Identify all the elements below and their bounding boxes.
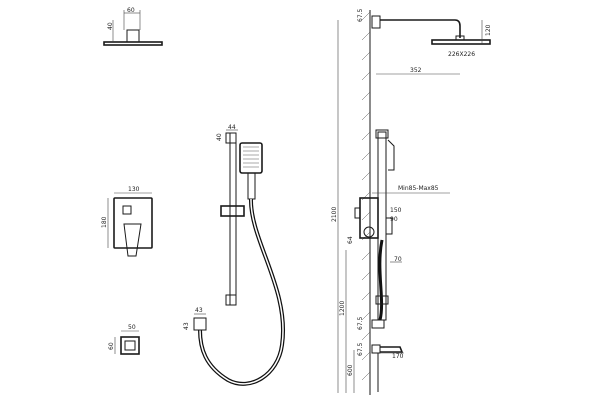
dim-lower-height: 1200: [339, 301, 346, 316]
dim-shower-head-height: 40: [107, 22, 114, 30]
dim-inlet-a: 150: [390, 207, 402, 214]
mixer-plate-front: 130 180: [101, 186, 153, 257]
dim-elbow-width: 50: [128, 324, 136, 331]
dim-inlet-b: 90: [390, 216, 398, 223]
dim-mixer-height: 180: [101, 216, 108, 228]
dim-arm-length: 352: [410, 67, 422, 74]
dim-arm-offset: 67.5: [357, 8, 364, 22]
wall-elbow-small: 50 60: [108, 324, 140, 355]
dim-connector-width: 43: [195, 307, 203, 314]
dim-spout-offset: 67.5: [357, 342, 364, 356]
wall-hatching: [361, 11, 371, 381]
shower-head-top-view: 60 40: [103, 7, 163, 46]
dim-connector-height: 43: [183, 322, 190, 330]
dim-handheld-height: 40: [216, 133, 223, 141]
dim-outlet-offset: 67.5: [357, 316, 364, 330]
dim-valve-offset: 64: [347, 236, 354, 244]
slide-rail-assembly: 44 40 43 43: [183, 124, 286, 386]
side-elevation: 67.5 120 226X226 352 2100 1200 600 Min85…: [331, 8, 492, 395]
dim-handheld-width: 44: [228, 124, 236, 131]
dim-total-height: 2100: [331, 207, 338, 222]
dim-elbow-height: 60: [108, 342, 115, 350]
dim-arm-drop: 120: [485, 24, 492, 36]
dim-bracket-range: Min85-Max85: [398, 185, 439, 192]
dim-spout-length: 170: [392, 353, 404, 360]
dim-mid-length: 70: [394, 256, 402, 263]
dim-mixer-width: 130: [128, 186, 140, 193]
dim-head-size: 226X226: [448, 51, 475, 58]
dim-shower-head-width: 60: [127, 7, 135, 14]
dim-spout-height: 600: [347, 364, 354, 376]
